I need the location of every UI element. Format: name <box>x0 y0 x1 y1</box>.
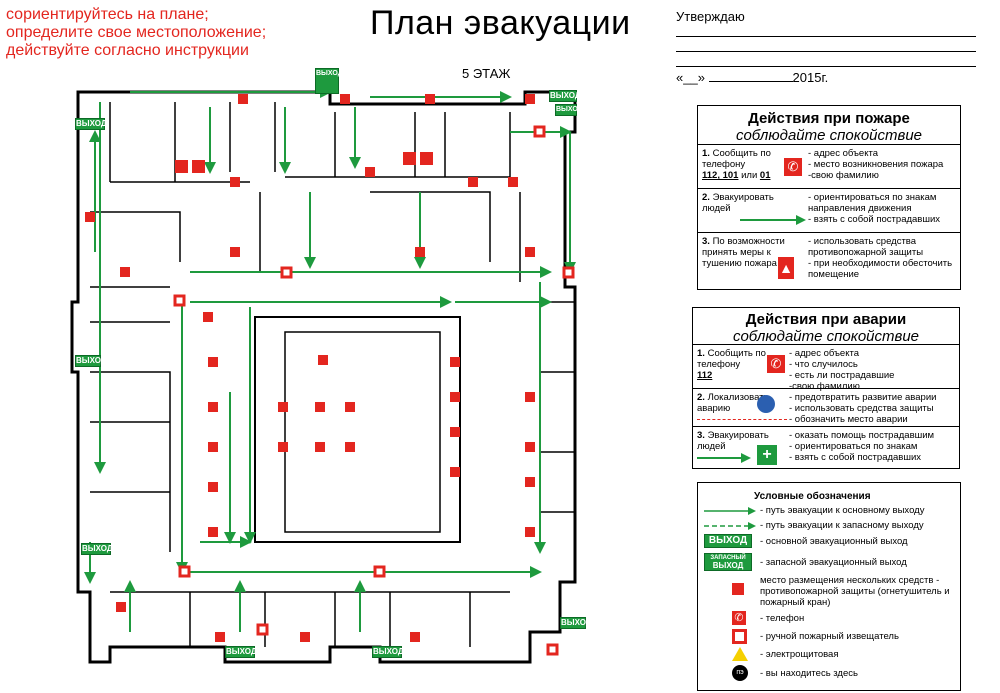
legend-main-exit: ВЫХОД - основной эвакуационный выход <box>698 534 960 550</box>
approval-date: «__» 2015г. <box>676 70 828 85</box>
legend-alarm: - ручной пожарный извещатель <box>698 629 960 645</box>
evacuation-routes <box>84 86 576 632</box>
legend-main-route: - путь эвакуации к основному выходу <box>698 505 960 519</box>
page-title: План эвакуации <box>370 4 631 42</box>
fire-equipment <box>85 94 535 642</box>
protection-icon <box>757 395 775 413</box>
accident-subheading: соблюдайте спокойствие <box>732 328 920 345</box>
legend-spare-route: - путь эвакуации к запасному выходу <box>698 520 960 534</box>
fire-subheading: соблюдайте спокойствие <box>735 127 923 144</box>
exit-sign: ВЫХОД <box>555 104 583 116</box>
exit-sign: ВЫХОД <box>225 646 257 658</box>
electric-icon <box>732 647 748 661</box>
floor-label: 5 ЭТАЖ <box>462 66 511 81</box>
evacuation-arrow-icon <box>740 215 806 225</box>
phone-icon: ✆ <box>767 355 785 373</box>
accident-step-2: 2. Локализовать аварию - предотвратить р… <box>693 388 959 427</box>
phone-icon: ✆ <box>784 158 802 176</box>
legend-panel: Условные обозначения - путь эвакуации к … <box>697 482 961 691</box>
legend-phone: ✆ - телефон <box>698 611 960 627</box>
exit-sign: ВЫХОД <box>560 617 592 629</box>
instructions: сориентируйтесь на плане; определите сво… <box>6 6 266 60</box>
exit-sign: ВЫХОД <box>81 543 113 555</box>
fire-step-1: 1. Сообщить по телефону 112, 101 или 01 … <box>698 144 960 189</box>
phone-markers <box>175 152 433 173</box>
phone-icon: ✆ <box>732 611 746 625</box>
exit-sign: ВЫХОД <box>75 118 107 130</box>
instruction-line: сориентируйтесь на плане; <box>6 6 209 23</box>
exit-sign: ВЫХОД <box>549 90 581 102</box>
approval-line <box>676 36 976 37</box>
exit-sign-icon: ВЫХОД <box>704 534 752 548</box>
approval-date-prefix: «__» <box>676 70 705 85</box>
fire-equipment-icon <box>732 583 744 595</box>
alarm-markers <box>173 125 575 656</box>
exit-sign: ВЫХОД <box>372 646 404 658</box>
fire-actions-panel: Действия при пожаре соблюдайте спокойств… <box>697 105 961 290</box>
you-are-here-icon: пэ <box>732 665 748 681</box>
exit-sign: ВЫХОД <box>75 355 107 367</box>
fire-extinguisher-icon: ▲ <box>778 257 794 279</box>
alarm-icon <box>732 629 747 644</box>
floor-plan <box>70 86 577 664</box>
legend-switchboard: - электрощитовая <box>698 647 960 663</box>
exit-sign: ВЫХОД <box>315 68 343 94</box>
approval-label: Утверждаю <box>676 9 745 24</box>
fire-step-3: 3. По возможности принять меры к тушению… <box>698 232 960 289</box>
instruction-line: действуйте согласно инструкции <box>6 42 249 59</box>
walls <box>70 90 577 664</box>
legend-you-are-here: пэ - вы находитесь здесь <box>698 665 960 683</box>
fire-heading: Действия при пожаре <box>748 110 910 127</box>
legend-heading: Условные обозначения <box>754 491 871 502</box>
accident-step-3: 3. Эвакуировать людей + - оказать помощь… <box>693 426 959 469</box>
approval-year: 2015г. <box>792 70 829 85</box>
instruction-line: определите свое местоположение; <box>6 24 267 41</box>
accident-actions-panel: Действия при аварии соблюдайте спокойств… <box>692 307 960 469</box>
first-aid-icon: + <box>757 445 777 465</box>
fire-step-2: 2. Эвакуировать людей - ориентироваться … <box>698 188 960 233</box>
legend-fire-equipment: место размещения нескольких средств - пр… <box>698 575 960 608</box>
approval-line <box>676 51 976 52</box>
evacuation-arrow-icon <box>697 453 751 463</box>
approval-line <box>676 66 976 67</box>
accident-mark-line <box>697 419 787 420</box>
accident-heading: Действия при аварии <box>745 311 907 328</box>
